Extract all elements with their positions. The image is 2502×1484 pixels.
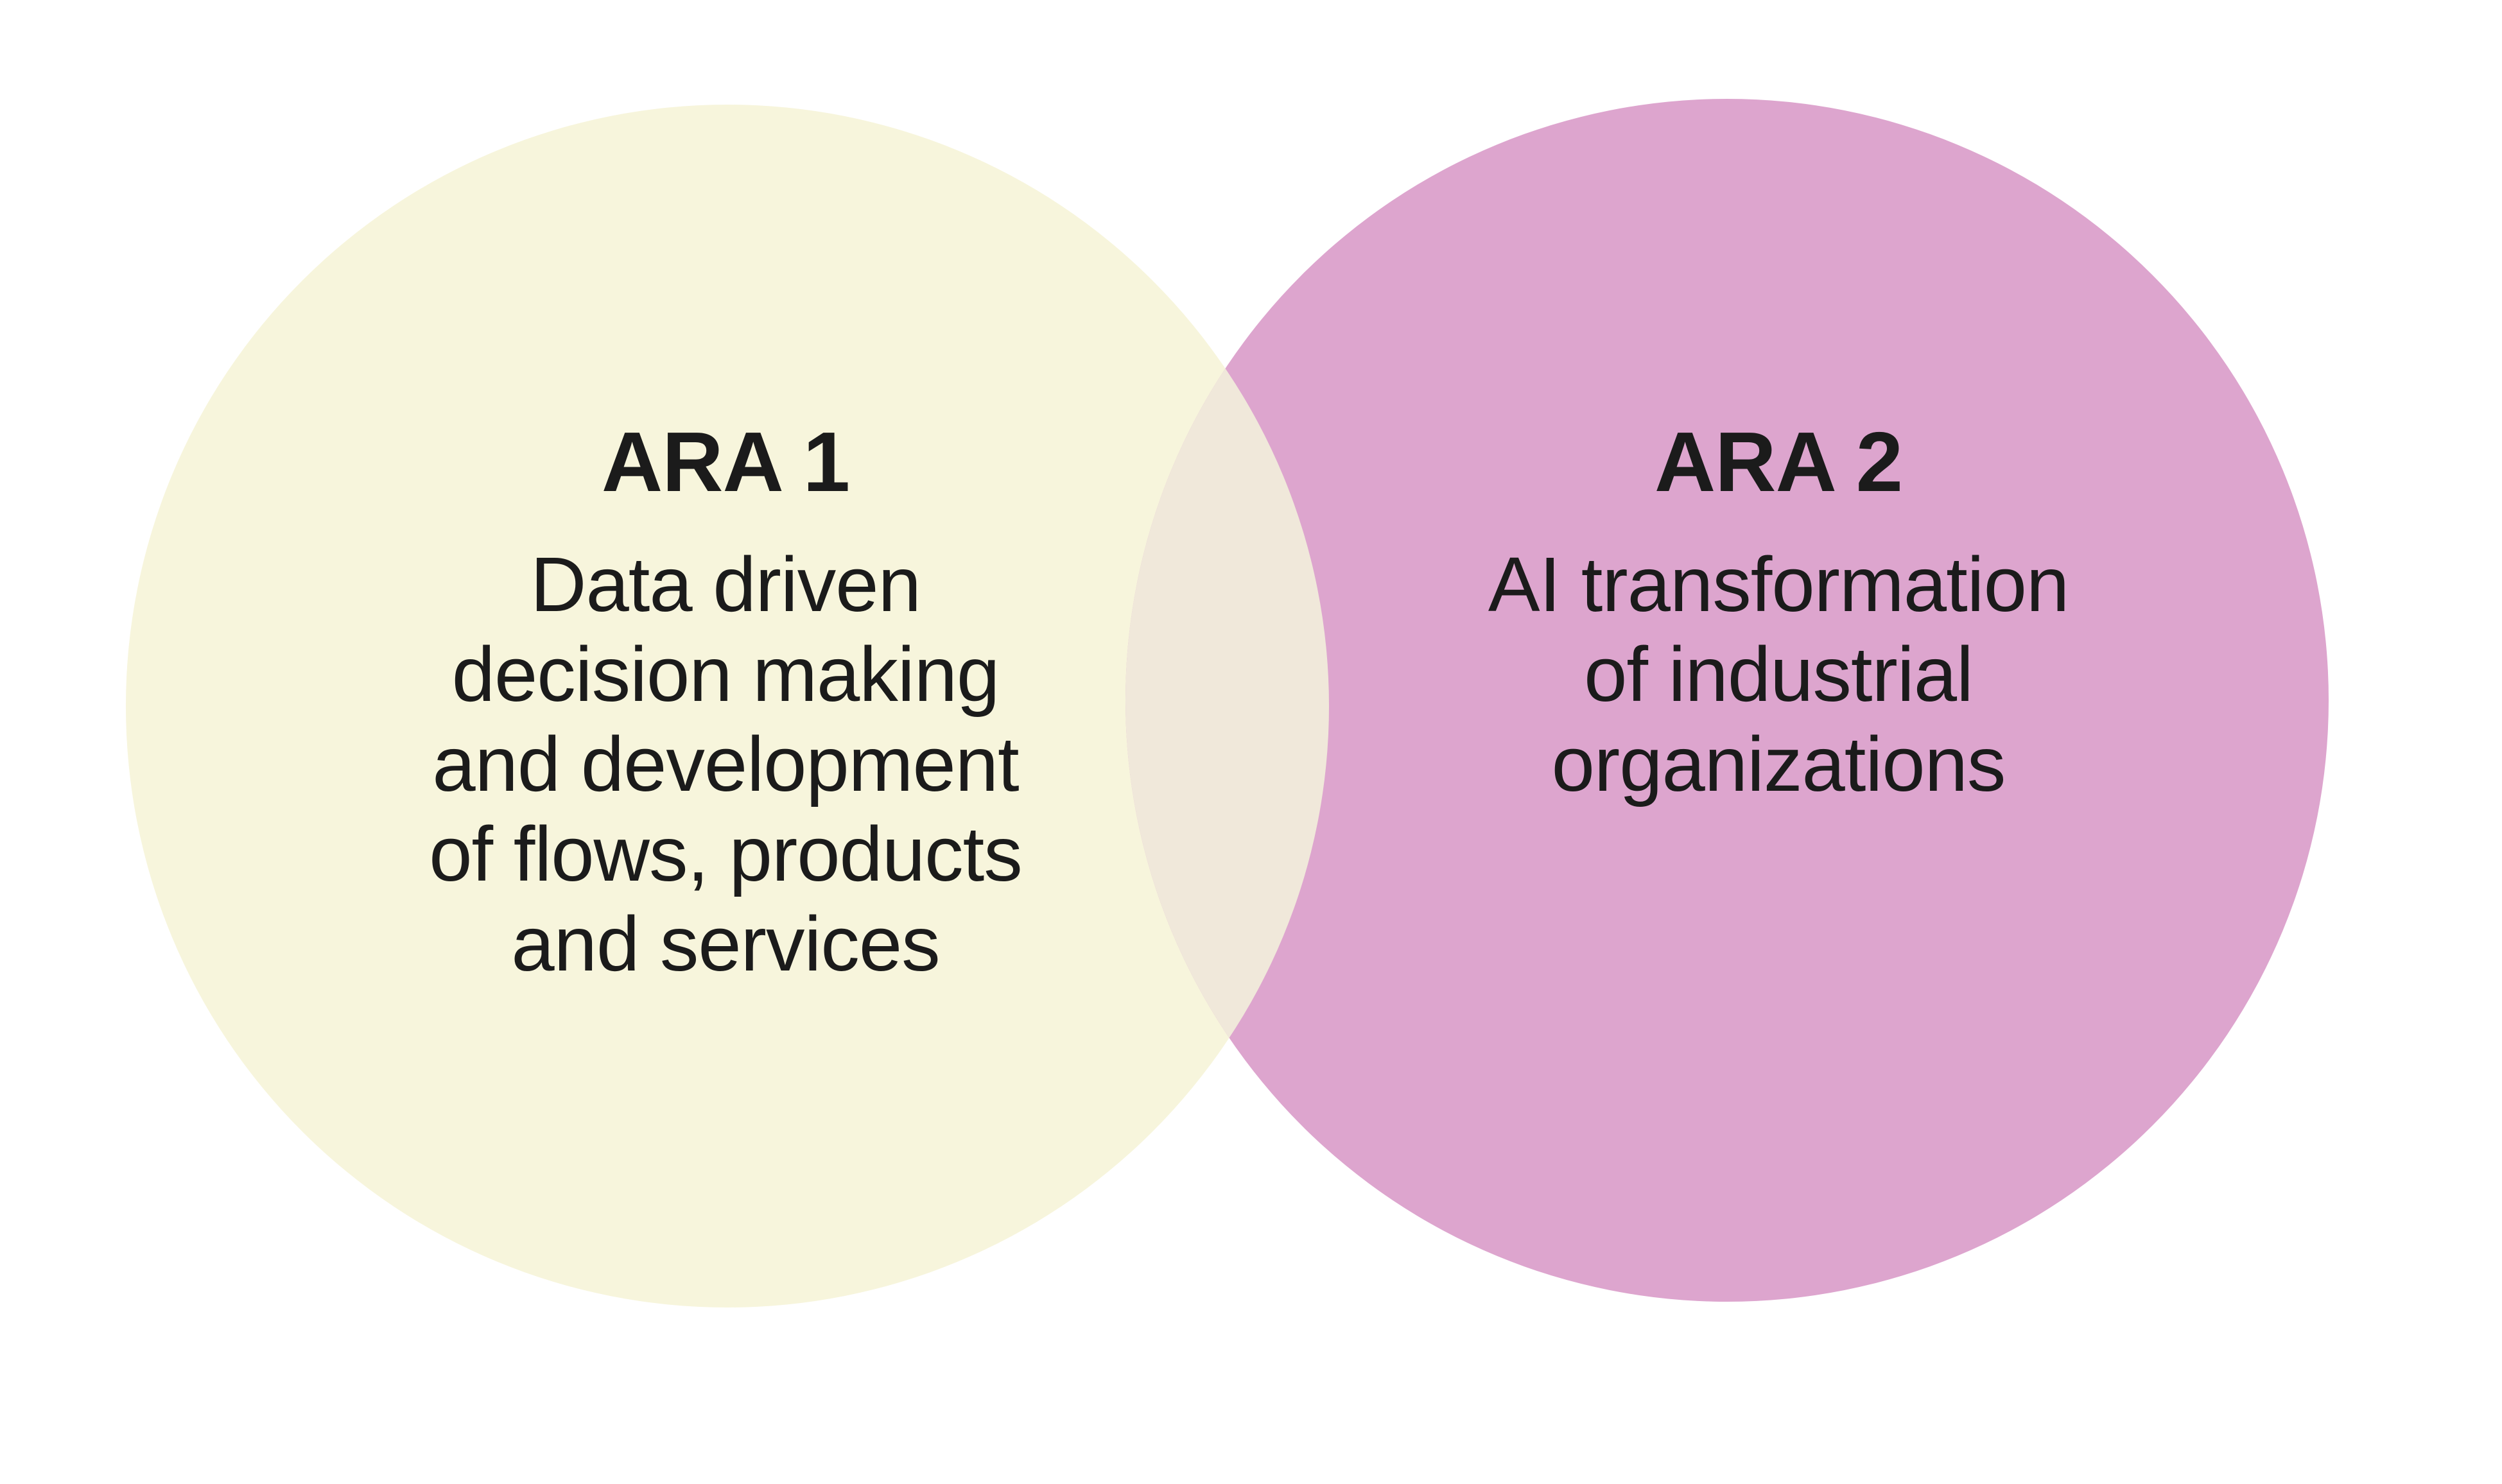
ara1-title: ARA 1	[601, 415, 850, 509]
ara2-text-block: ARA 2 AI transformation of industrial or…	[1329, 417, 2228, 809]
ara1-description-line: Data driven	[530, 540, 921, 628]
ara1-circle	[126, 105, 1329, 1307]
ara1-description-line: and services	[511, 900, 940, 987]
ara1-description-line: of flows, products	[429, 810, 1023, 897]
ara2-description-line: of industrial	[1584, 630, 1974, 718]
ara1-description-line: and development	[432, 720, 1019, 807]
ara2-circle	[1125, 99, 2329, 1302]
ara1-text-block: ARA 1 Data driven decision making and de…	[276, 417, 1175, 988]
ara2-description-line: organizations	[1551, 720, 2006, 807]
ara2-description-line: AI transformation	[1488, 540, 2069, 628]
ara1-description-line: decision making	[451, 630, 1000, 718]
ara2-title: ARA 2	[1654, 415, 1903, 509]
